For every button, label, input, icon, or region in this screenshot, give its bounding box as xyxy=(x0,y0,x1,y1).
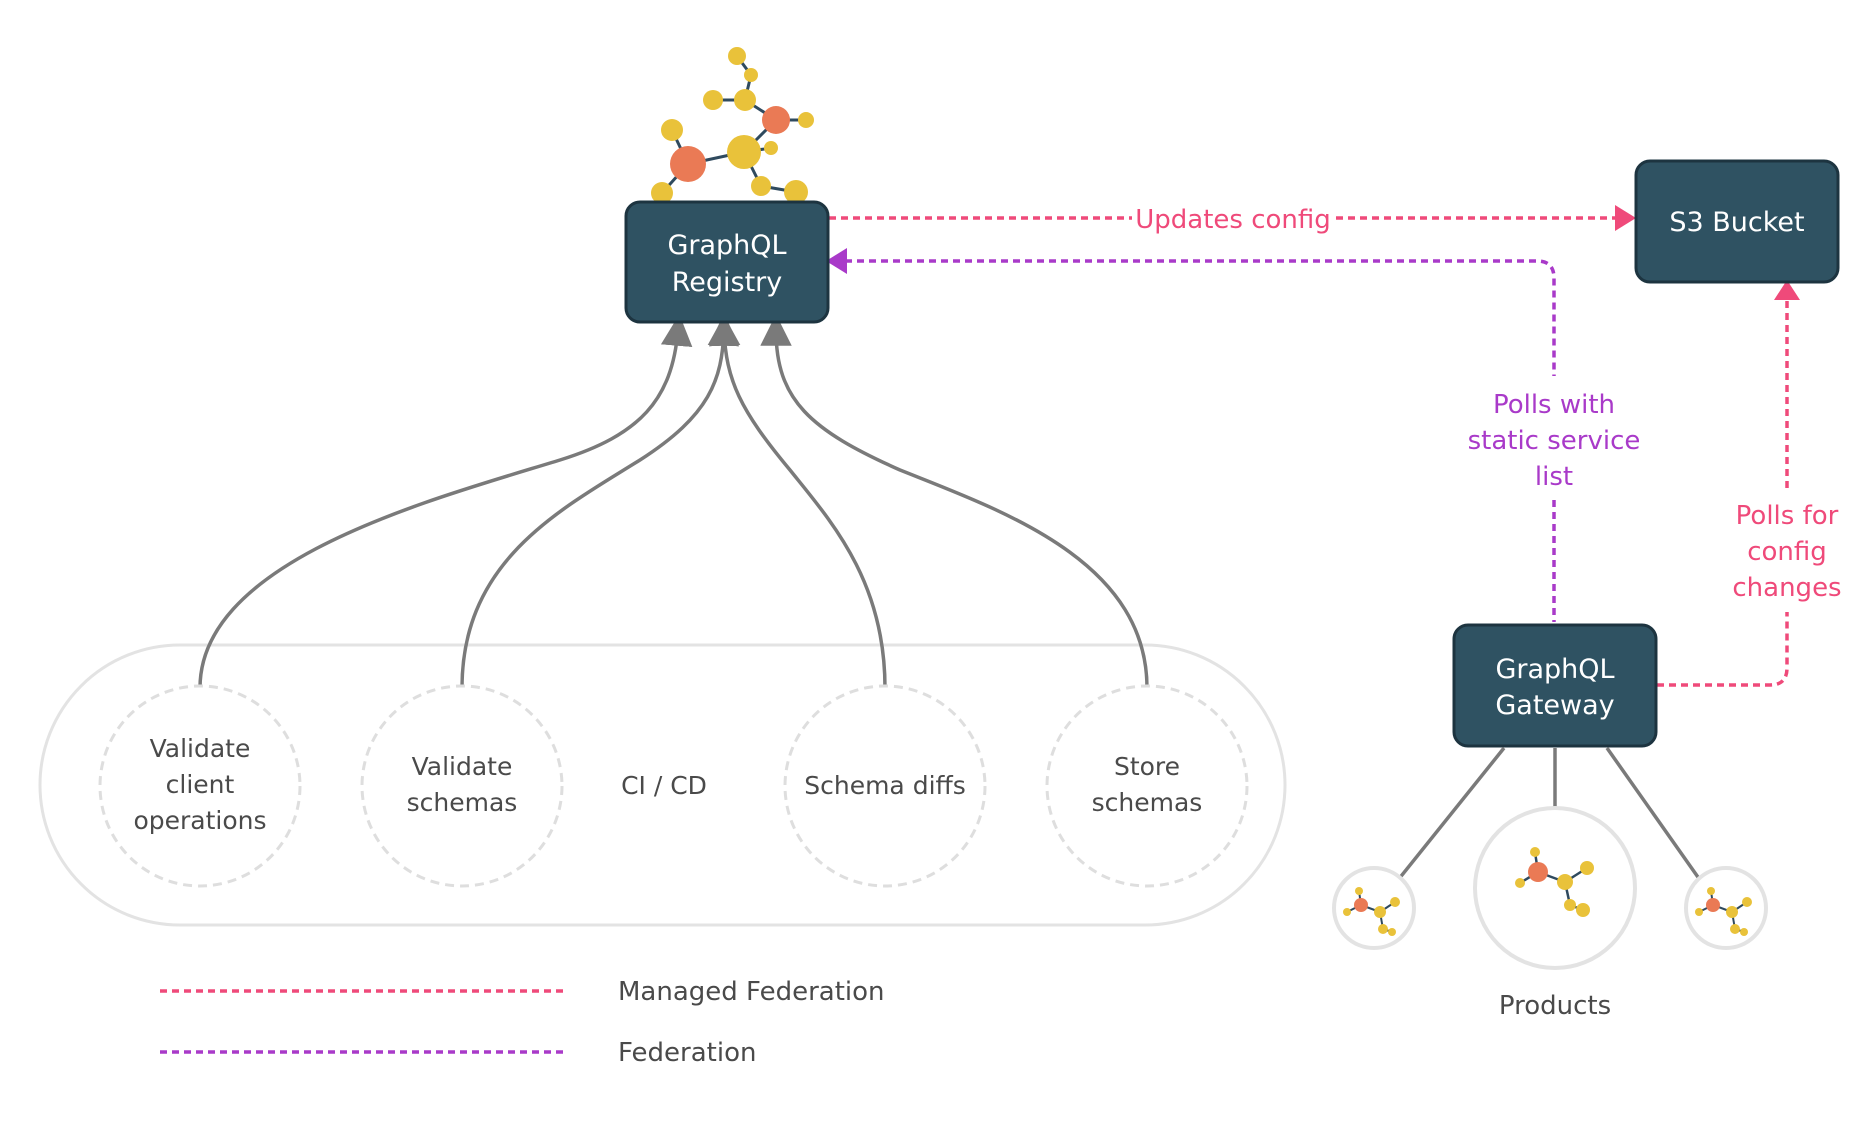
product-left[interactable] xyxy=(1332,866,1416,950)
label-updates-config: Updates config xyxy=(1135,205,1331,235)
step-label-validate-2: client xyxy=(166,770,235,799)
step-schema-diffs xyxy=(783,684,987,888)
legend: Managed Federation Federation xyxy=(160,977,885,1068)
label-polls-config-1: Polls for xyxy=(1736,501,1839,531)
gateway-to-products-lines xyxy=(1396,746,1702,882)
managed-federation-edges xyxy=(829,216,1789,687)
cicd-arrows xyxy=(198,314,1149,689)
step-label-diffs: Schema diffs xyxy=(804,771,966,800)
registry-label-2: Registry xyxy=(672,267,783,298)
federation-edges xyxy=(845,259,1556,622)
step-validate-schemas xyxy=(360,684,564,888)
product-right-molecule-icon xyxy=(1695,887,1752,936)
label-polls-static-1: Polls with xyxy=(1493,390,1615,420)
step-label-validate-3: operations xyxy=(133,806,266,835)
arrow-validate-operations xyxy=(198,314,693,689)
node-graphql-gateway[interactable]: GraphQL Gateway xyxy=(1452,623,1658,748)
step-label-schemas-1: Validate xyxy=(412,752,513,781)
node-s3-bucket[interactable]: S3 Bucket xyxy=(1634,159,1840,284)
s3-label: S3 Bucket xyxy=(1669,207,1804,238)
product-right[interactable] xyxy=(1684,866,1768,950)
step-label-validate-1: Validate xyxy=(150,734,251,763)
edge-polls-config-lower xyxy=(1657,612,1789,687)
arrow-store-schemas xyxy=(760,314,1149,689)
edge-polls-static-upper xyxy=(845,259,1556,376)
label-polls-config-2: config xyxy=(1747,537,1827,567)
legend-label-federation: Federation xyxy=(618,1038,756,1068)
arrowhead-to-s3 xyxy=(1615,205,1636,231)
step-label-store-2: schemas xyxy=(1092,788,1203,817)
products-label: Products xyxy=(1499,991,1611,1021)
cicd-container xyxy=(38,643,1287,927)
node-graphql-registry[interactable]: GraphQL Registry xyxy=(624,200,830,324)
arrow-validate-schemas xyxy=(460,314,740,689)
step-label-schemas-2: schemas xyxy=(407,788,518,817)
product-center[interactable] xyxy=(1473,806,1637,970)
product-left-molecule-icon xyxy=(1343,887,1400,936)
cicd-steps xyxy=(98,684,1249,888)
registry-molecule-icon xyxy=(651,47,814,204)
cicd-label: CI / CD xyxy=(621,771,707,800)
label-polls-static-2: static service xyxy=(1468,426,1641,456)
step-validate-operations xyxy=(98,684,302,888)
arrow-schema-diffs xyxy=(708,314,887,689)
gateway-label-1: GraphQL xyxy=(1495,654,1614,685)
label-polls-static-3: list xyxy=(1535,462,1573,492)
arrowhead-to-registry xyxy=(826,248,847,274)
product-center-molecule-icon xyxy=(1515,847,1594,917)
step-label-store-1: Store xyxy=(1114,752,1180,781)
registry-label-1: GraphQL xyxy=(667,230,786,261)
label-polls-config-3: changes xyxy=(1732,573,1841,603)
arrowhead-to-s3-bottom xyxy=(1774,280,1800,300)
step-store-schemas xyxy=(1045,684,1249,888)
legend-label-managed: Managed Federation xyxy=(618,977,885,1007)
gateway-label-2: Gateway xyxy=(1495,690,1614,721)
